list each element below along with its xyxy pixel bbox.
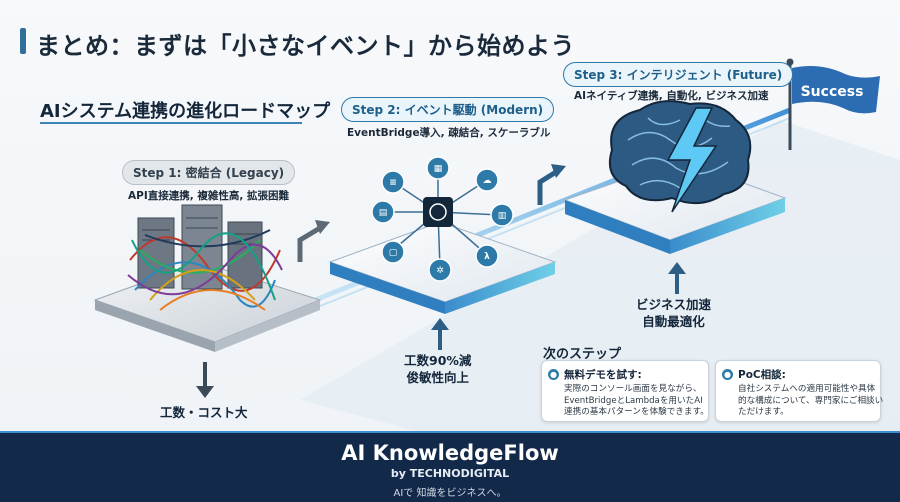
svg-text:✲: ✲ bbox=[436, 266, 444, 276]
svg-text:≡: ≡ bbox=[389, 178, 397, 188]
arrow-step1-to-step2 bbox=[297, 220, 330, 262]
arrow-step2-to-step3 bbox=[537, 164, 566, 205]
roadmap-illustration: Success bbox=[93, 58, 900, 432]
brand-name: AI KnowledgeFlow bbox=[341, 441, 559, 465]
step1-down-arrow bbox=[196, 362, 214, 398]
step3-outcome-line2: 自動最適化 bbox=[642, 314, 705, 329]
step3-description: AIネイティブ連携, 自動化, ビジネス加速 bbox=[574, 90, 769, 102]
cloud-icon bbox=[475, 168, 499, 192]
poc-card-line3: ただけます。 bbox=[738, 407, 789, 417]
step2-outcome-line1: 工数90%減 bbox=[404, 353, 472, 368]
roadmap-title: AIシステム連携の進化ロードマップ bbox=[40, 101, 331, 122]
step1-label: Step 1: 密結合 (Legacy) bbox=[122, 160, 296, 185]
poc-card-line1: 自社システムへの適用可能性や具体 bbox=[738, 384, 876, 394]
step3-label: Step 3: インテリジェント (Future) bbox=[563, 62, 794, 87]
analytics-icon bbox=[371, 200, 395, 224]
event-bus-icon bbox=[423, 197, 453, 227]
poc-card-title: PoC相談: bbox=[738, 369, 786, 381]
database-icon bbox=[381, 170, 405, 194]
brand-tagline: AIで 知識をビジネスへ。 bbox=[393, 488, 507, 499]
grid-icon bbox=[426, 156, 450, 180]
demo-card-body: 実際のコンソール画面を見ながら、 EventBridgeとLambdaを用いたA… bbox=[564, 384, 709, 419]
step1-outcome: 工数・コスト大 bbox=[160, 405, 248, 420]
event-hub-diagram: ≡ ▦ ☁ ▤ ▥ ▢ ✲ λ bbox=[371, 156, 514, 282]
svg-text:▢: ▢ bbox=[389, 248, 398, 258]
lightning-icon bbox=[666, 107, 718, 213]
svg-text:▥: ▥ bbox=[498, 211, 507, 221]
server-icon bbox=[490, 203, 514, 227]
footer-accent-bar bbox=[0, 431, 900, 434]
svg-text:▤: ▤ bbox=[379, 208, 388, 218]
roadmap-title-underline bbox=[40, 122, 302, 124]
demo-card-line3: 連携の基本パターンを体験できます。 bbox=[564, 407, 709, 417]
legacy-servers-icon bbox=[127, 204, 283, 311]
step2-outcome: 工数90%減 俊敏性向上 bbox=[404, 352, 471, 386]
info-icon: ● bbox=[722, 369, 733, 380]
step2-description: EventBridge導入, 疎結合, スケーラブル bbox=[347, 127, 551, 139]
demo-card[interactable]: ● 無料デモを試す: 実際のコンソール画面を見ながら、 EventBridgeと… bbox=[541, 360, 709, 422]
document-icon bbox=[381, 240, 405, 264]
ai-brain-icon bbox=[608, 100, 752, 213]
title-accent-bar bbox=[20, 28, 26, 54]
step2-up-arrow bbox=[431, 318, 449, 350]
brand-by: by TECHNODIGITAL bbox=[390, 467, 510, 480]
next-steps-title: 次のステップ bbox=[543, 347, 622, 362]
footer bbox=[0, 433, 900, 502]
step1-description: API直接連携, 複雑性高, 拡張困難 bbox=[128, 190, 290, 202]
lambda-icon bbox=[475, 244, 499, 268]
step3-outcome: ビジネス加速 自動最適化 bbox=[636, 296, 711, 330]
poc-card-line2: 的な構成について、専門家にご相談い bbox=[738, 395, 884, 406]
goal-flag-label: Success bbox=[801, 84, 864, 100]
step3-outcome-line1: ビジネス加速 bbox=[636, 297, 712, 312]
info-icon: ● bbox=[548, 369, 559, 380]
poc-card[interactable]: ● PoC相談: 自社システムへの適用可能性や具体 的な構成について、専門家にご… bbox=[715, 360, 884, 422]
step2-outcome-line2: 俊敏性向上 bbox=[406, 370, 469, 385]
step3-up-arrow bbox=[668, 262, 686, 294]
page-title: まとめ：まずは「小さなイベント」から始めよう bbox=[36, 32, 575, 60]
svg-text:☁: ☁ bbox=[483, 176, 492, 186]
demo-card-title: 無料デモを試す: bbox=[564, 369, 642, 381]
success-flag: Success bbox=[786, 58, 880, 150]
svg-text:λ: λ bbox=[484, 252, 490, 262]
demo-card-line2: EventBridgeとLambdaを用いたAI bbox=[564, 395, 703, 406]
demo-card-line1: 実際のコンソール画面を見ながら、 bbox=[564, 384, 702, 394]
settings-icon bbox=[428, 258, 452, 282]
svg-text:▦: ▦ bbox=[434, 164, 443, 174]
step2-label: Step 2: イベント駆動 (Modern) bbox=[341, 97, 555, 122]
poc-card-body: 自社システムへの適用可能性や具体 的な構成について、専門家にご相談い ただけます… bbox=[738, 384, 884, 419]
